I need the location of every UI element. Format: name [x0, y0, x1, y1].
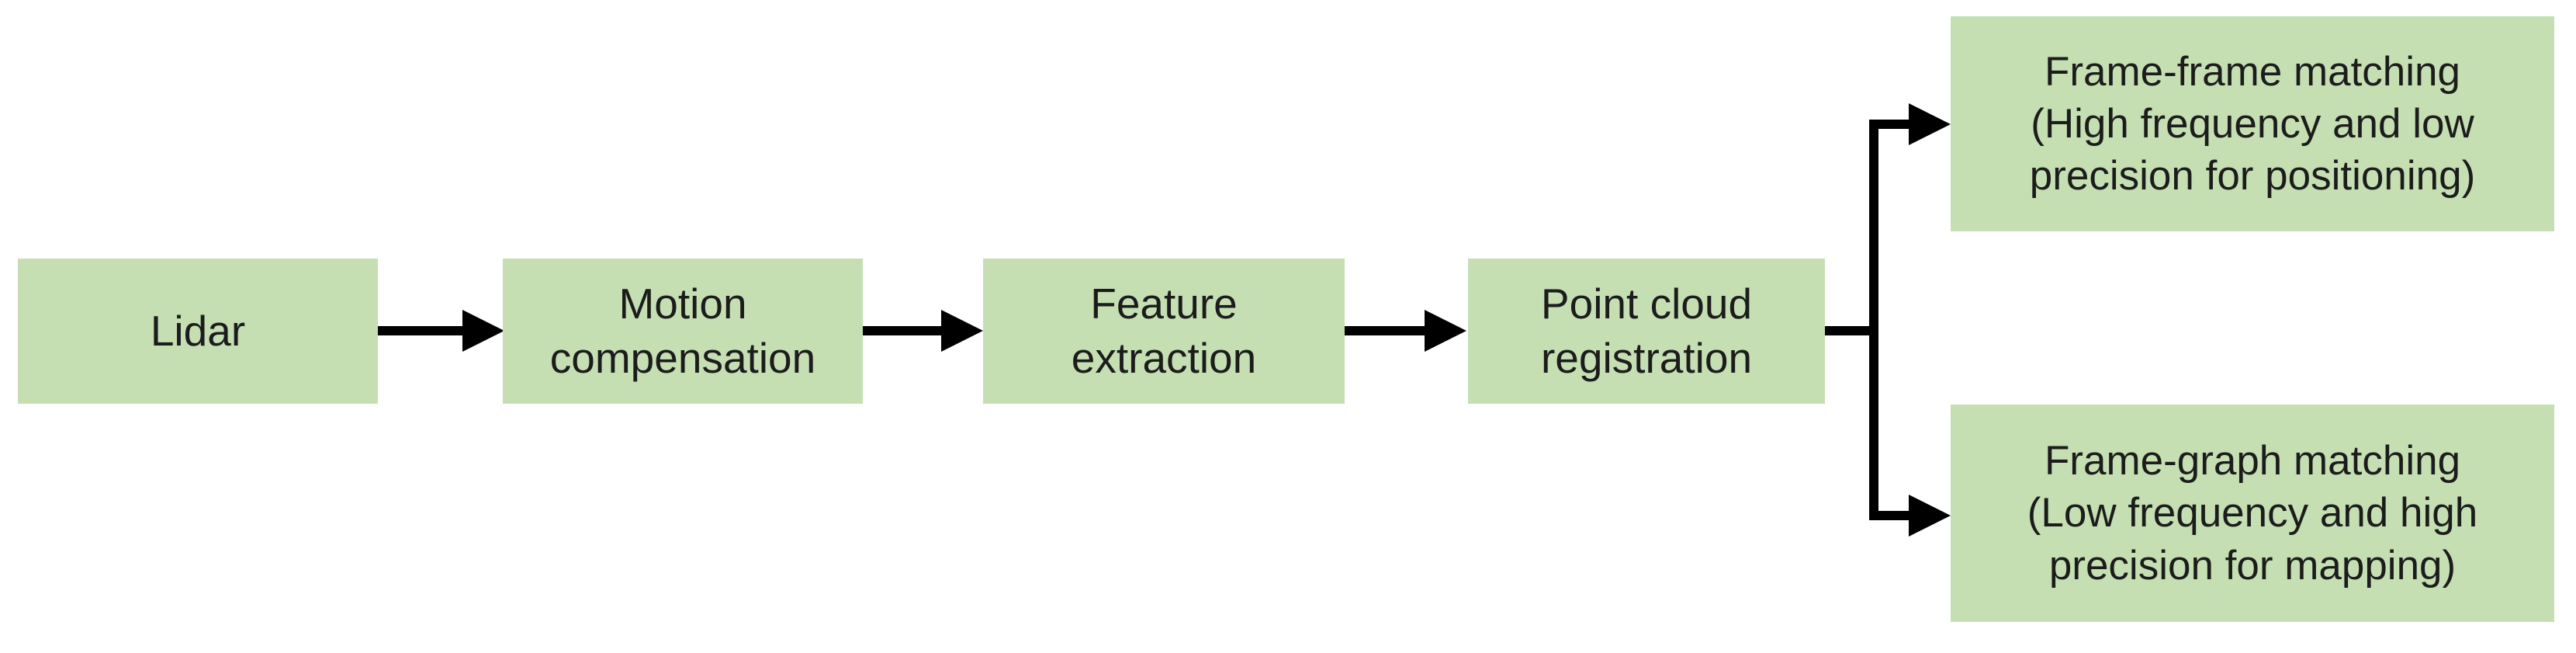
- node-feature-extraction: Feature extraction: [983, 259, 1345, 404]
- node-point-cloud-registration-label: Point cloud registration: [1540, 279, 1753, 382]
- arrow-head-icon: [1909, 103, 1951, 145]
- arrow-motion-compensation-to-feature-extraction: [863, 310, 983, 352]
- node-frame-graph-matching: Frame-graph matching (Low frequency and …: [1951, 405, 2554, 622]
- arrow-head-icon: [941, 310, 983, 352]
- node-motion-compensation: Motion compensation: [503, 259, 863, 404]
- arrow-to-frame-frame-matching: [1874, 103, 1951, 145]
- arrow-head-icon: [1909, 495, 1951, 537]
- node-feature-extraction-label: Feature extraction: [1071, 279, 1257, 382]
- node-motion-compensation-label: Motion compensation: [549, 279, 816, 382]
- node-point-cloud-registration: Point cloud registration: [1468, 259, 1825, 404]
- arrow-to-frame-graph-matching: [1874, 495, 1951, 537]
- node-lidar: Lidar: [18, 259, 378, 404]
- arrow-head-icon: [462, 310, 504, 352]
- node-lidar-label: Lidar: [150, 306, 246, 355]
- arrow-head-icon: [1425, 310, 1466, 352]
- branch-trunk: [1825, 120, 1878, 520]
- node-frame-graph-matching-label: Frame-graph matching (Low frequency and …: [2027, 438, 2478, 589]
- arrow-lidar-to-motion-compensation: [378, 310, 504, 352]
- arrow-feature-extraction-to-point-cloud-registration: [1345, 310, 1466, 352]
- node-frame-frame-matching-label: Frame-frame matching (High frequency and…: [2029, 48, 2476, 200]
- node-frame-frame-matching: Frame-frame matching (High frequency and…: [1951, 16, 2554, 231]
